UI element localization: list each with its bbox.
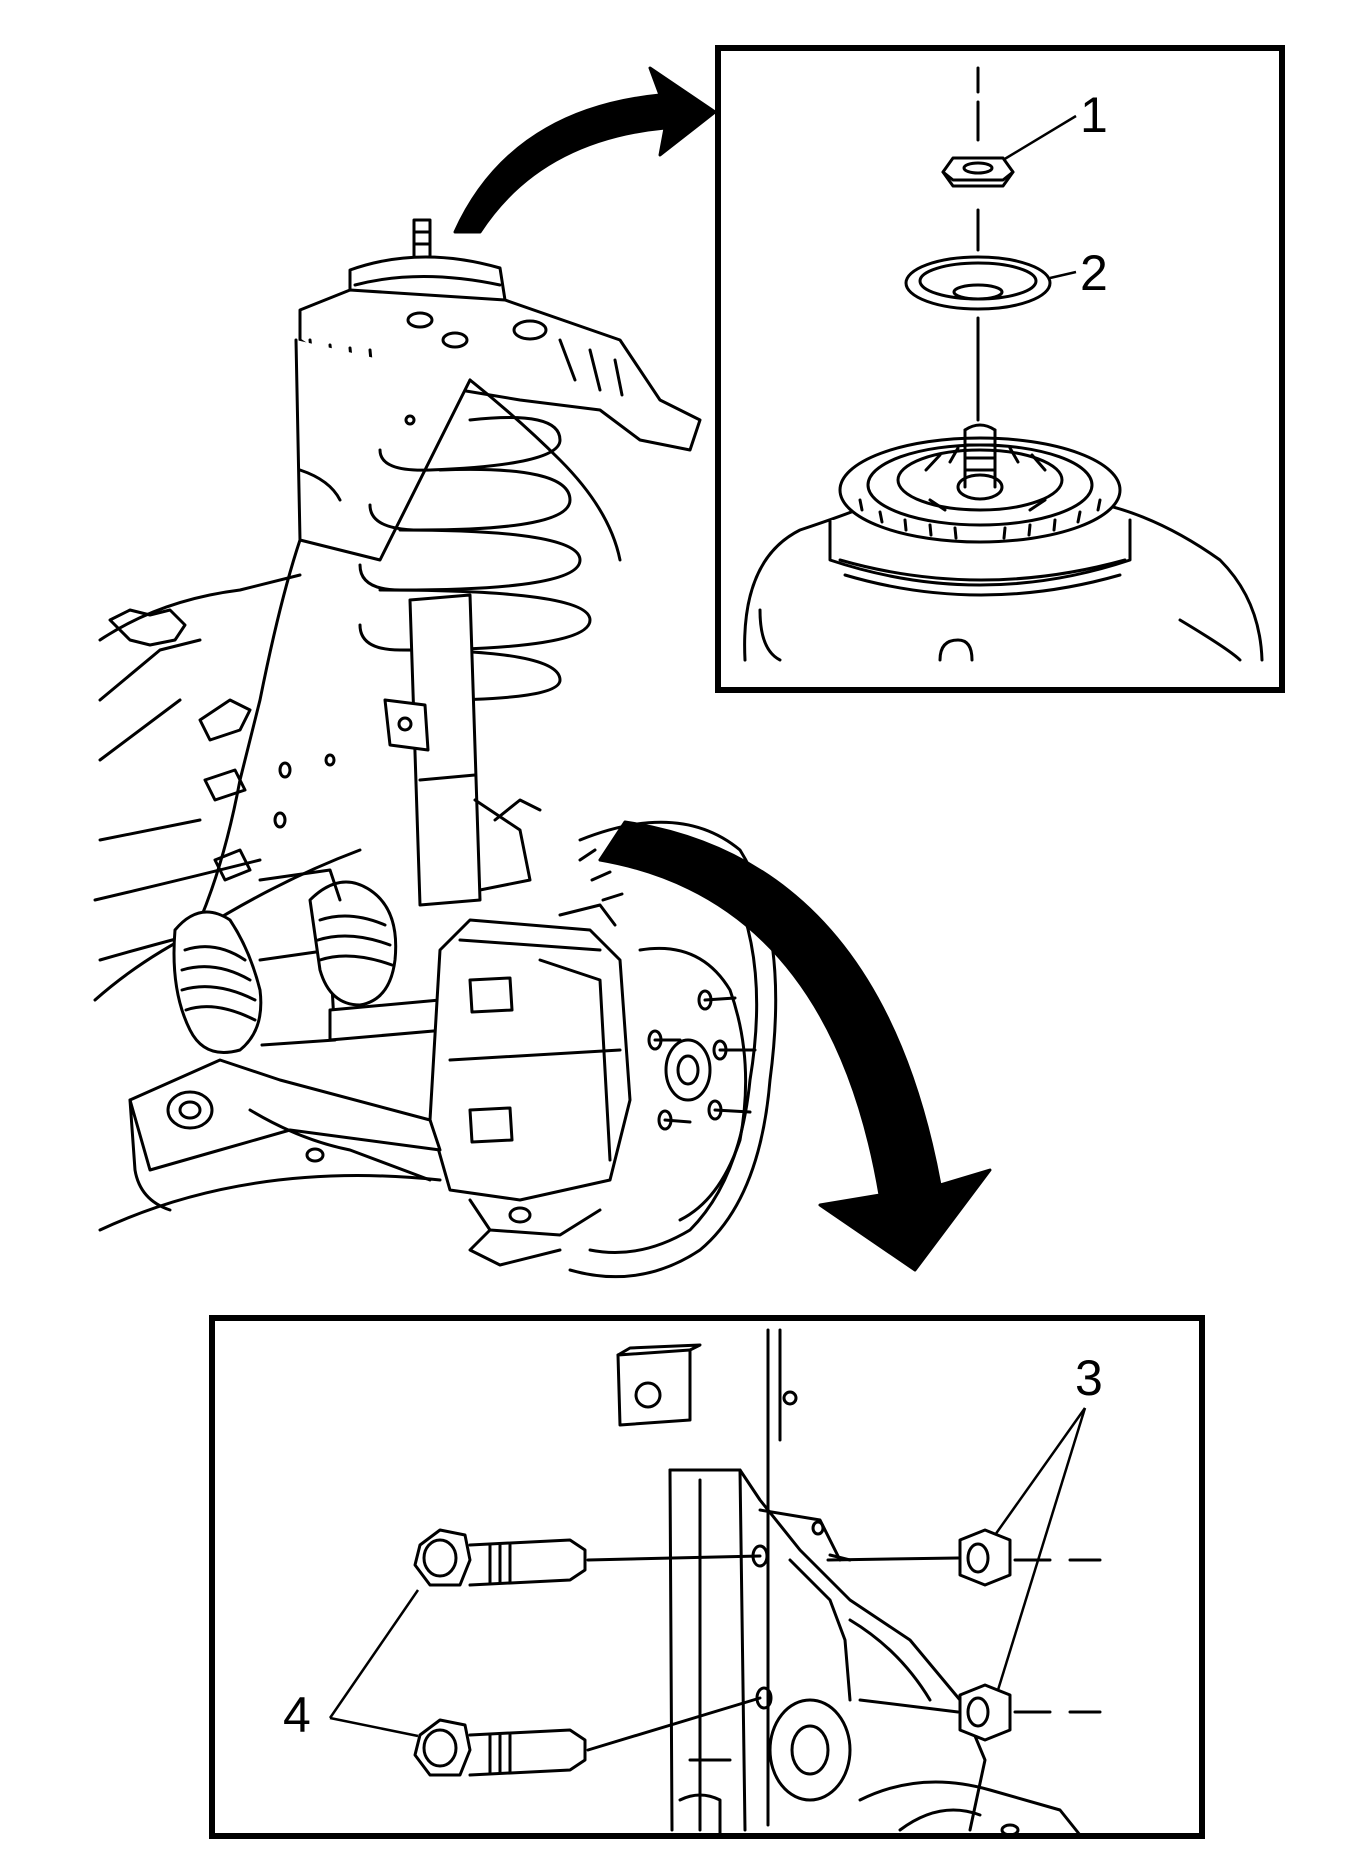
arrow-to-lower-detail (598, 820, 992, 1272)
callout-4-leader-lower (329, 1716, 419, 1738)
callout-3-label: 3 (1075, 1350, 1103, 1406)
upper-strut-nut (941, 156, 1015, 188)
callout-1-leader (1002, 114, 1077, 162)
wheel-studs (647, 989, 757, 1131)
knuckle-bolt-upper (413, 1528, 762, 1587)
callout-2-label: 2 (1080, 245, 1108, 301)
lower-inset-frame (209, 1315, 1205, 1839)
callout-4-leader-upper (328, 1589, 420, 1719)
coil-spring (358, 416, 592, 702)
strut-mount-washer (904, 255, 1052, 311)
main-assembly-illustration (93, 66, 992, 1279)
knuckle-nut-upper (826, 1528, 1102, 1587)
callout-3-leader-lower (996, 1407, 1087, 1691)
callout-4-label: 4 (283, 1687, 311, 1743)
brake-rotor (568, 820, 778, 1279)
strut-bracket (616, 1328, 798, 1827)
knuckle-bolt-lower (413, 1696, 762, 1777)
steering-knuckle (668, 1468, 1082, 1837)
strut-body (383, 593, 542, 907)
upper-detail-inset: 1 2 (715, 45, 1285, 693)
callout-2-leader (1049, 270, 1077, 280)
lower-control-arm (98, 1058, 442, 1232)
brake-caliper (428, 903, 632, 1267)
lower-detail-inset: 3 4 (209, 1315, 1205, 1839)
drive-shaft (172, 868, 447, 1054)
strut-mount-detail (743, 423, 1264, 662)
knuckle-nut-lower (858, 1683, 1102, 1742)
wheelhouse-body-panel (93, 338, 622, 1002)
callout-3-leader-upper (993, 1407, 1087, 1536)
callout-1-label: 1 (1080, 87, 1108, 143)
